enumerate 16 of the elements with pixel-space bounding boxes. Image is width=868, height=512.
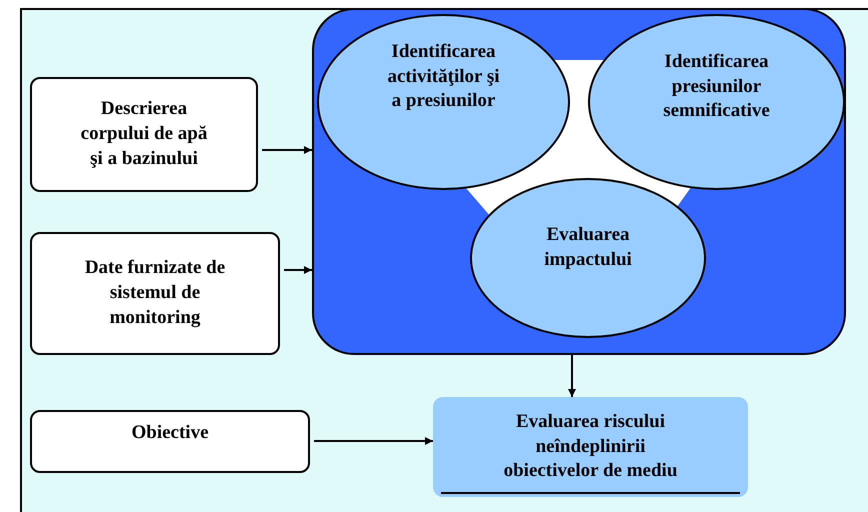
node-label: Evaluarea impactului xyxy=(543,223,633,272)
node-label: Descrierea corpului de apă şi a bazinului xyxy=(80,97,208,171)
result-box xyxy=(433,397,748,497)
arrow xyxy=(284,266,312,274)
process-box xyxy=(30,410,310,473)
node-label: Identificarea activităţilor şi a presiunilor xyxy=(386,40,501,114)
arrow xyxy=(314,437,433,445)
node-label: Evaluarea riscului neîndeplinirii obiectivelor de mediu xyxy=(502,410,678,484)
node-label: Date furnizate de sistemul de monitoring xyxy=(84,256,226,330)
node-label: Obiective xyxy=(131,421,209,446)
process-box xyxy=(30,77,258,192)
node-label: Identificarea presiunilor semnificative xyxy=(662,50,771,124)
group-panel xyxy=(312,8,846,355)
arrow xyxy=(568,355,576,397)
process-box xyxy=(30,232,280,355)
arrow xyxy=(262,146,312,154)
